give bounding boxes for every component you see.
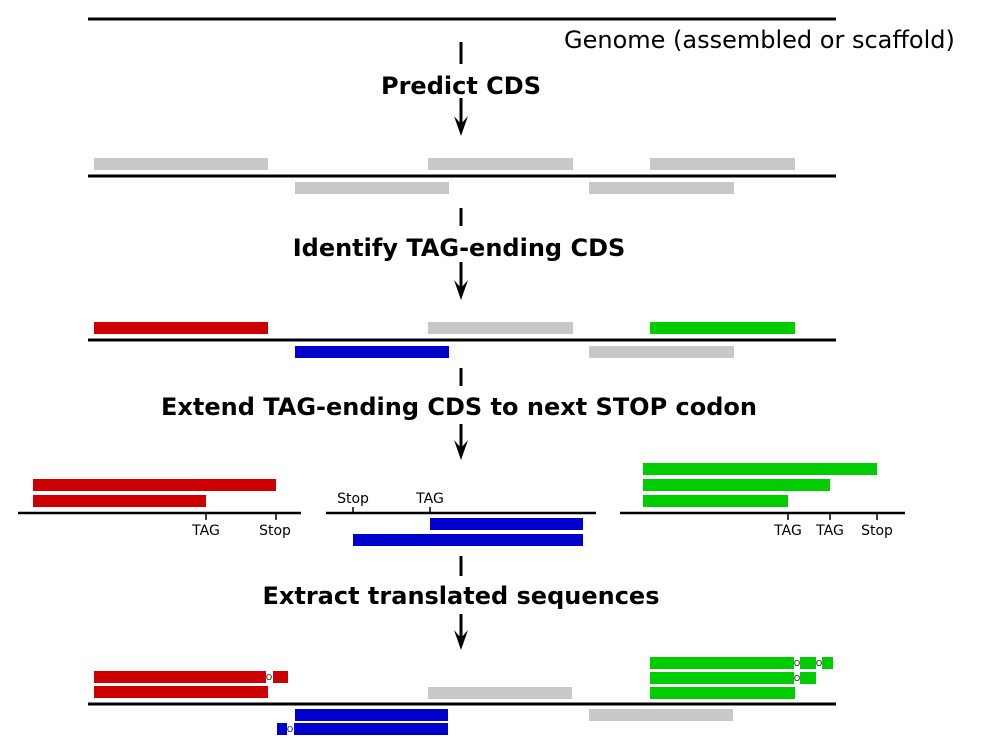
label-stop: Stop [259, 523, 291, 539]
arrow-2 [454, 208, 468, 300]
step-predict-cds: Predict CDS [381, 72, 541, 100]
cds-blue-original [430, 518, 583, 530]
pyl-marker: O [287, 725, 293, 734]
cds-red-original [33, 495, 206, 507]
seq-gray [589, 709, 733, 721]
seq-blue [295, 709, 448, 721]
cds-gray [589, 346, 734, 358]
step-extract: Extract translated sequences [263, 582, 660, 610]
pyl-marker: O [794, 674, 800, 683]
label-stop: Stop [861, 523, 893, 539]
cds-gray [428, 322, 573, 334]
label-tag: TAG [815, 523, 844, 539]
pyl-marker: O [794, 659, 800, 668]
seq-red [94, 686, 268, 698]
seq-red [273, 671, 288, 683]
stage-translated: O O O O O [88, 657, 836, 735]
stage-tag-ending-cds [88, 322, 836, 358]
cds-gray [94, 158, 268, 170]
cds-gray [589, 182, 734, 194]
seq-green [800, 657, 816, 669]
panel-blue-extension: Stop TAG [326, 491, 596, 546]
cds-red [94, 322, 268, 334]
cds-green-original [643, 495, 788, 507]
seq-green [650, 657, 794, 669]
seq-green [650, 672, 794, 684]
panel-green-extension: TAG TAG Stop [620, 463, 905, 539]
seq-gray [428, 687, 572, 699]
label-tag: TAG [773, 523, 802, 539]
step-identify-tag: Identify TAG-ending CDS [293, 234, 626, 262]
seq-red [94, 671, 266, 683]
cds-green-extended-2 [643, 463, 877, 475]
cds-green [650, 322, 795, 334]
label-tag: TAG [191, 523, 220, 539]
cds-gray [428, 158, 573, 170]
cds-green-extended-1 [643, 479, 830, 491]
arrow-3 [454, 368, 468, 460]
cds-red-extended [33, 479, 276, 491]
seq-green [650, 687, 795, 699]
step-extend-tag: Extend TAG-ending CDS to next STOP codon [161, 393, 757, 421]
pyl-marker: O [266, 673, 272, 682]
seq-green [822, 657, 833, 669]
panel-red-extension: TAG Stop [18, 479, 301, 539]
label-stop: Stop [337, 491, 369, 507]
cds-blue [295, 346, 449, 358]
label-tag: TAG [415, 491, 444, 507]
cds-gray [650, 158, 795, 170]
stage-predicted-cds [88, 158, 836, 194]
pyl-marker: O [816, 659, 822, 668]
genome-label: Genome (assembled or scaffold) [564, 26, 955, 54]
seq-green [800, 672, 816, 684]
arrow-4 [454, 556, 468, 650]
cds-blue-extended [353, 534, 583, 546]
arrow-1 [454, 42, 468, 136]
cds-gray [295, 182, 449, 194]
seq-blue [294, 723, 448, 735]
seq-blue [277, 723, 287, 735]
